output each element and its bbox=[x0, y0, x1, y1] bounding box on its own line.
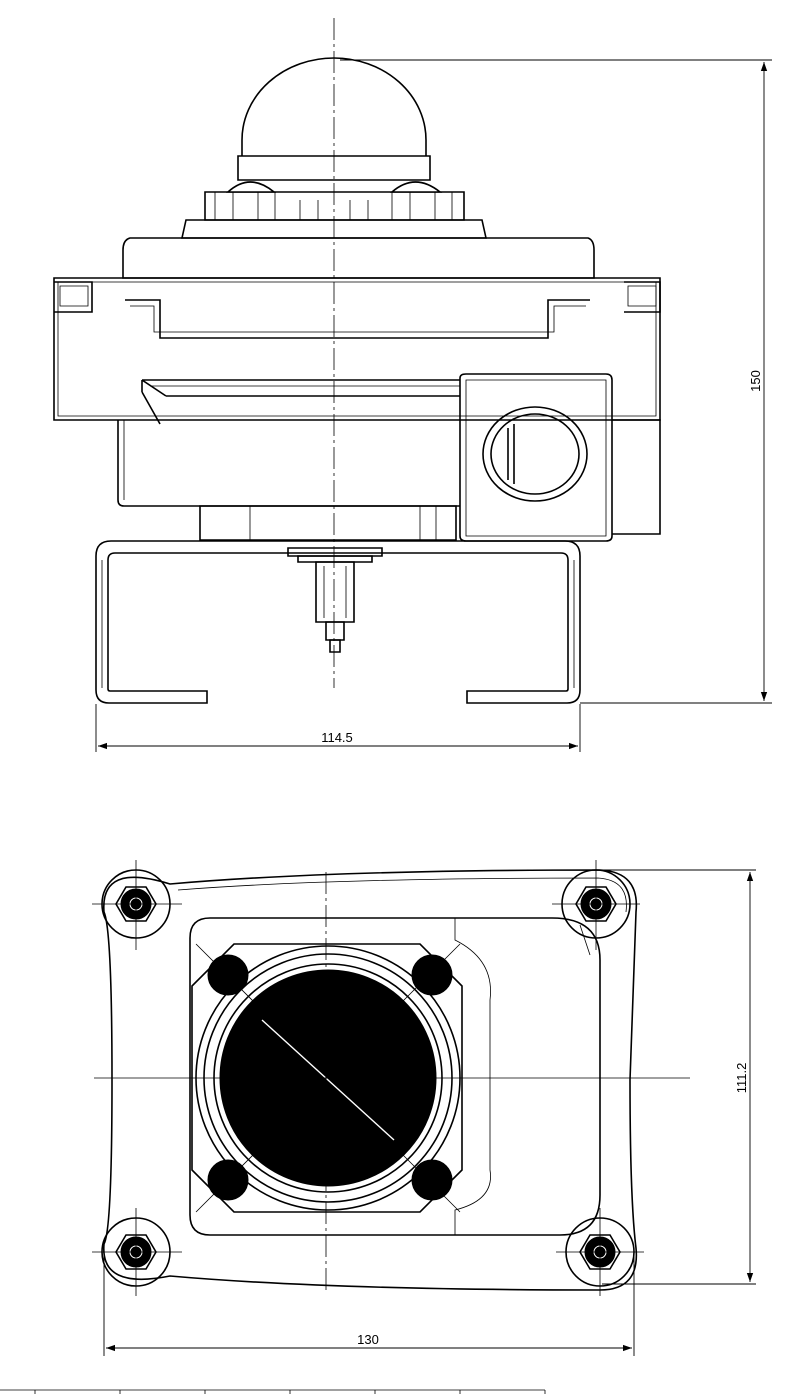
dimension-height-bottom: 111.2 bbox=[602, 869, 756, 1285]
title-block-edge bbox=[0, 1389, 546, 1394]
front-view bbox=[53, 18, 661, 704]
height-dimension-label: 150 bbox=[748, 370, 763, 392]
dimension-width-bottom: 130 bbox=[103, 1250, 635, 1356]
base-height-dimension-label: 111.2 bbox=[734, 1063, 749, 1094]
inner-bolts bbox=[207, 954, 453, 1201]
cable-entry bbox=[459, 373, 613, 542]
mounting-bracket bbox=[95, 540, 581, 704]
inner-face bbox=[189, 917, 601, 1236]
shaft bbox=[315, 561, 355, 653]
enclosure-body bbox=[53, 237, 661, 535]
dimension-height-front: 150 bbox=[340, 59, 772, 704]
bottom-view bbox=[92, 860, 690, 1296]
bracket-width-dimension-label: 114.5 bbox=[321, 730, 353, 745]
base-width-dimension-label: 130 bbox=[357, 1332, 379, 1347]
shaft-housing bbox=[199, 505, 457, 563]
dimension-width-front: 114.5 bbox=[95, 704, 581, 752]
